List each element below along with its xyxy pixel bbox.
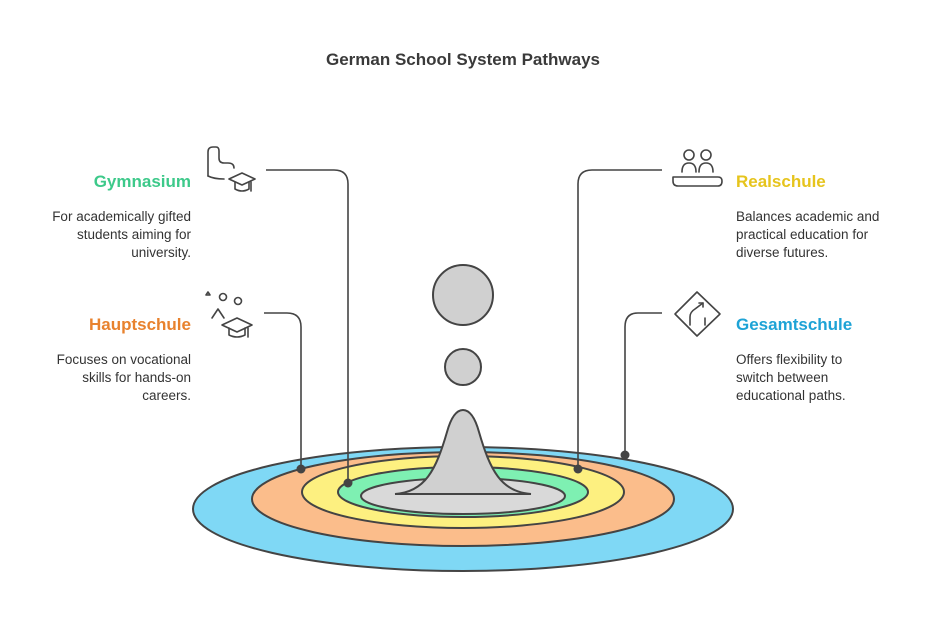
connector-realschule: [577, 169, 662, 469]
gymnasium-description-line: students aiming for: [76, 227, 191, 242]
hauptschule-description: Focuses on vocational skills for hands-o…: [57, 351, 191, 405]
hauptschule-label: Hauptschule: [88, 315, 191, 334]
realschule-description: Balances academic and practical educatio…: [736, 208, 879, 262]
drop-large: [432, 264, 494, 326]
connector-hauptschule: [264, 312, 302, 467]
drop-small: [444, 348, 482, 386]
hauptschule-description-line: skills for hands-on: [82, 370, 191, 385]
realschule-description-line: diverse futures.: [736, 245, 829, 260]
gymnasium-description-line: For academically gifted: [52, 209, 191, 224]
connector-gesamtschule: [624, 312, 662, 454]
connector-dot-gymnasium: [343, 478, 353, 488]
realschule-description-line: practical education for: [736, 227, 869, 242]
people-platform-icon: [672, 149, 723, 187]
gesamtschule-description: Offers flexibility to switch between edu…: [736, 351, 846, 405]
gesamtschule-label: Gesamtschule: [736, 315, 853, 334]
gesamtschule-description-line: Offers flexibility to: [736, 352, 843, 367]
gesamtschule-description-line: switch between: [736, 370, 829, 385]
hauptschule-description-line: Focuses on vocational: [56, 352, 191, 367]
gymnasium-label: Gymnasium: [93, 172, 191, 191]
gymnasium-description-line: university.: [131, 245, 191, 260]
splash-peak: [394, 408, 532, 495]
connector-dot-hauptschule: [296, 464, 306, 474]
connector-dot-gesamtschule: [620, 450, 630, 460]
connector-gymnasium: [266, 169, 349, 480]
realschule-description-line: Balances academic and: [736, 209, 880, 224]
route-sign-icon: [674, 291, 721, 337]
gymnasium-description: For academically gifted students aiming …: [52, 208, 191, 262]
ideas-graduation-cap-icon: [205, 291, 253, 338]
diagram-title: German School System Pathways: [326, 50, 600, 69]
hauptschule-description-line: careers.: [142, 388, 191, 403]
realschule-label: Realschule: [736, 172, 826, 191]
flexed-arm-graduation-cap-icon: [207, 146, 256, 192]
connector-dot-realschule: [573, 464, 583, 474]
gesamtschule-description-line: educational paths.: [736, 388, 846, 403]
